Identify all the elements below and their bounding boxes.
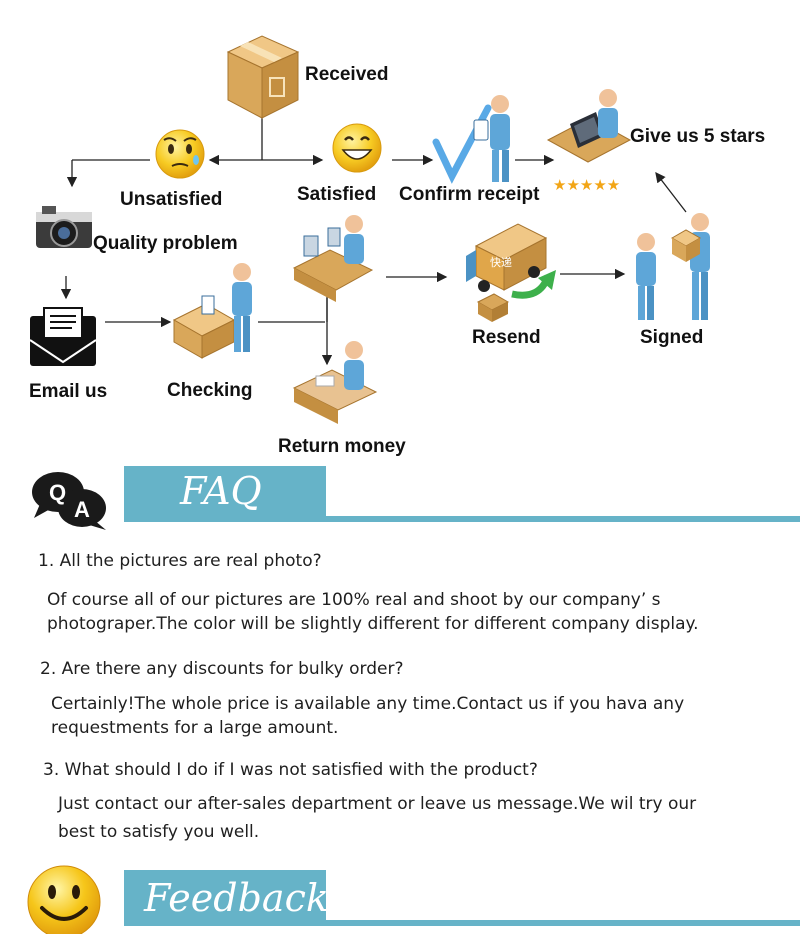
faq-question-3: 3. What should I do if I was not satisfi… bbox=[43, 760, 538, 780]
label-satisfied: Satisfied bbox=[297, 184, 377, 205]
label-return-money: Return money bbox=[278, 436, 406, 457]
faq-answer-3-line-2: best to satisfy you well. bbox=[58, 822, 260, 842]
faq-answer-1-line-2: photograper.The color will be slightly d… bbox=[47, 614, 699, 634]
package-box-icon bbox=[226, 35, 300, 119]
faq-title: FAQ bbox=[180, 469, 262, 513]
label-unsatisfied: Unsatisfied bbox=[120, 189, 223, 210]
faq-banner-rule bbox=[326, 516, 800, 522]
rating-laptop-person-icon bbox=[546, 89, 632, 163]
unsatisfied-face-icon bbox=[155, 129, 205, 179]
badge-a: A bbox=[74, 497, 90, 522]
delivery-truck-icon bbox=[466, 223, 556, 322]
satisfied-face-icon bbox=[332, 123, 382, 173]
truck-label: 快递 bbox=[490, 255, 512, 269]
label-quality-problem: Quality problem bbox=[93, 233, 238, 254]
smiley-face-icon bbox=[27, 865, 101, 934]
faq-question-1: 1. All the pictures are real photo? bbox=[38, 551, 322, 571]
faq-banner bbox=[124, 466, 326, 522]
label-confirm-receipt: Confirm receipt bbox=[399, 184, 540, 205]
faq-answer-1-line-1: Of course all of our pictures are 100% r… bbox=[47, 590, 661, 610]
feedback-banner-rule bbox=[326, 920, 800, 926]
badge-q: Q bbox=[49, 480, 66, 505]
faq-answer-2-line-2: requestments for a large amount. bbox=[51, 718, 339, 738]
label-give-stars: Give us 5 stars bbox=[630, 126, 766, 147]
label-checking: Checking bbox=[167, 380, 253, 401]
feedback-title: Feedback bbox=[144, 876, 329, 920]
production-line-icon bbox=[292, 215, 374, 302]
envelope-icon bbox=[29, 307, 97, 366]
faq-question-2: 2. Are there any discounts for bulky ord… bbox=[40, 659, 404, 679]
faq-answer-1: Of course all of our pictures are 100% r… bbox=[47, 588, 787, 636]
signed-persons-icon bbox=[636, 213, 710, 320]
feedback-banner bbox=[124, 870, 326, 926]
faq-answer-3: Just contact our after-sales department … bbox=[58, 790, 798, 846]
checking-person-icon bbox=[172, 263, 252, 359]
label-received: Received bbox=[305, 64, 389, 85]
label-signed: Signed bbox=[640, 327, 704, 348]
camera-icon bbox=[36, 206, 92, 248]
label-resend: Resend bbox=[472, 327, 541, 348]
label-email-us: Email us bbox=[29, 381, 108, 402]
qa-badge-icon: Q A bbox=[32, 472, 106, 530]
faq-answer-2: Certainly!The whole price is available a… bbox=[51, 692, 791, 740]
process-flow-diagram: ★★★★★ bbox=[29, 35, 710, 424]
faq-answer-2-line-1: Certainly!The whole price is available a… bbox=[51, 694, 685, 714]
five-stars: ★★★★★ bbox=[553, 176, 620, 194]
return-money-person-icon bbox=[292, 341, 378, 424]
faq-answer-3-line-1: Just contact our after-sales department … bbox=[58, 794, 697, 814]
confirm-receipt-person-icon bbox=[432, 95, 510, 184]
